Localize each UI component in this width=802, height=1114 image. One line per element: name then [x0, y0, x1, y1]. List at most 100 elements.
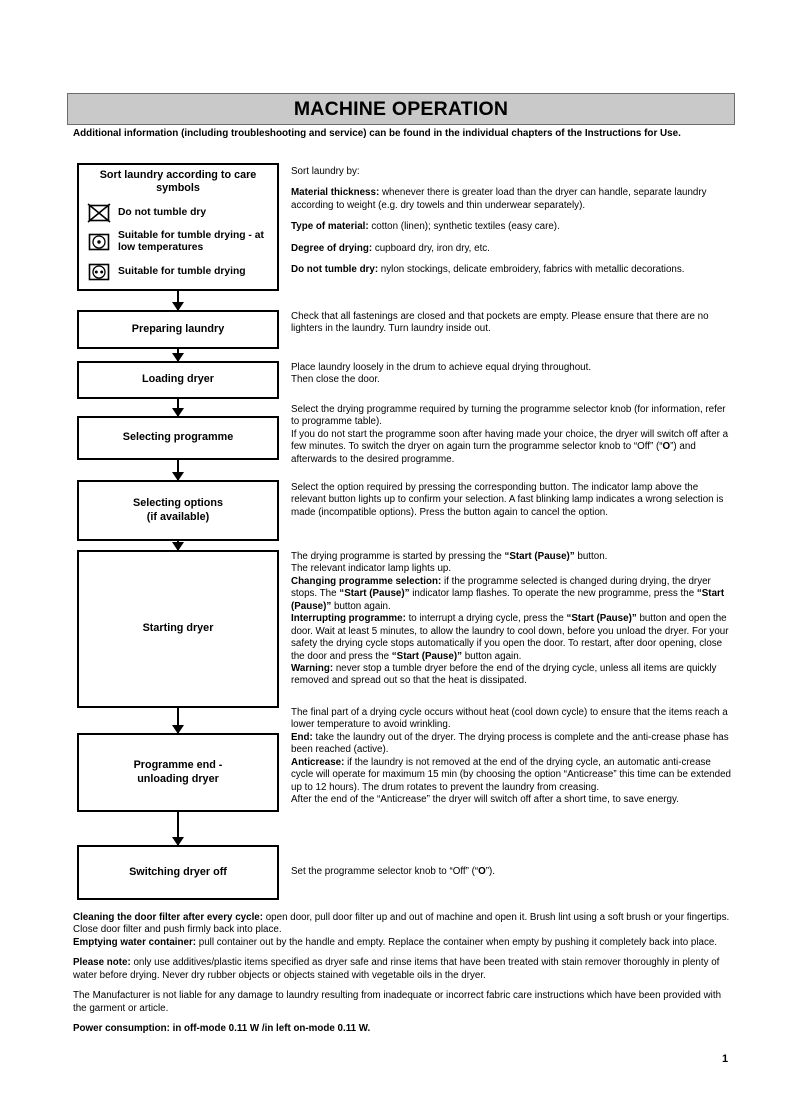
description-preparing-laundry: Check that all fastenings are closed and… — [291, 311, 709, 335]
liability-note: The Manufacturer is not liable for any d… — [73, 990, 722, 1014]
description-programme-end: The final part of a drying cycle occurs … — [291, 707, 733, 807]
flow-connector — [172, 349, 184, 362]
care-row: Suitable for tumble drying — [87, 260, 269, 284]
selecting-programme-line2: If you do not start the programme soon a… — [291, 429, 733, 466]
programme-end-p2: End: take the laundry out of the dryer. … — [291, 732, 733, 757]
programme-end-p3: Anticrease: if the laundry is not remove… — [291, 757, 733, 794]
cleaning-filter-text: open door, pull door filter up and out o… — [73, 912, 730, 936]
description-loading-dryer: Place laundry loosely in the drum to ach… — [291, 362, 592, 386]
flow-connector — [172, 708, 184, 734]
flow-box-label: Selecting options (if available) — [133, 497, 223, 523]
flow-box-programme-end: Programme end - unloading dryer — [77, 733, 279, 812]
please-note-text: only use additives/plastic items specifi… — [73, 957, 720, 981]
p2-term-end: End: — [291, 731, 313, 743]
flow-box-preparing-laundry: Preparing laundry — [77, 310, 279, 349]
tumble-dry-low-temperature-symbol — [88, 234, 110, 251]
care-row-label: Suitable for tumble drying — [118, 265, 246, 277]
programme-end-p4: After the end of the “Anticrease” the dr… — [291, 794, 679, 806]
page-number: 1 — [722, 1053, 729, 1065]
p3-text: if the laundry is not removed at the end… — [291, 756, 731, 793]
intro-note: Additional information (including troubl… — [73, 128, 681, 139]
sort-laundry-item-text: cupboard dry, iron dry, etc. — [372, 242, 490, 254]
sort-laundry-item-term: Do not tumble dry: — [291, 264, 379, 276]
care-row: Do not tumble dry — [87, 201, 269, 225]
p2-text-a: if the programme selected is changed dur… — [291, 575, 711, 600]
cleaning-filter-note: Cleaning the door filter after every cyc… — [73, 912, 733, 937]
off-symbol-o: O — [662, 441, 671, 453]
start-pause-button-name: “Start (Pause)” — [391, 650, 462, 662]
sort-laundry-item-term: Type of material: — [291, 221, 369, 233]
description-selecting-options: Select the option required by pressing t… — [291, 482, 724, 518]
start-pause-button-name: “Start (Pause)” — [339, 588, 410, 600]
care-row-label: Do not tumble dry — [118, 206, 207, 218]
switching-off-text-b: ”). — [485, 866, 495, 877]
care-row: Suitable for tumble drying - at low temp… — [87, 230, 269, 255]
flow-connector — [172, 541, 184, 551]
please-note-term: Please note: — [73, 957, 131, 969]
p1-text-a: The drying programme is started by press… — [291, 551, 505, 562]
p2-term: Changing programme selection: — [291, 575, 442, 587]
programme-end-p1: The final part of a drying cycle occurs … — [291, 707, 728, 731]
do-not-tumble-dry-symbol — [87, 203, 111, 223]
sort-laundry-item-text: nylon stockings, delicate embroidery, fa… — [378, 264, 685, 276]
selecting-programme-text-b: ”) and afterwards to the desired program… — [291, 441, 696, 465]
please-note: Please note: only use additives/plastic … — [73, 957, 733, 982]
p4-text: never stop a tumble dryer before the end… — [291, 662, 717, 687]
p3-term: Interrupting programme: — [291, 613, 406, 625]
care-box-title: Sort laundry according to care symbols — [99, 169, 257, 195]
flow-box-sort-laundry: Sort laundry according to care symbols D… — [77, 163, 279, 291]
start-pause-button-name: “Start (Pause)” — [291, 588, 725, 612]
p2-text: take the laundry out of the dryer. The d… — [291, 731, 729, 756]
p3-text-b: button and open the door. Wait at least … — [291, 613, 729, 662]
flow-connector — [172, 399, 184, 417]
emptying-container-text: pull container out by the handle and emp… — [196, 936, 718, 948]
selecting-programme-line1: Select the drying programme required by … — [291, 404, 726, 428]
tumble-dry-symbol — [88, 263, 110, 281]
p3-text-a: to interrupt a drying cycle, press the — [405, 613, 567, 625]
p2-text-c: button again. — [331, 600, 391, 612]
flow-box-loading-dryer: Loading dryer — [77, 361, 279, 399]
p3-text-c: button again. — [462, 650, 522, 662]
flow-box-label: Loading dryer — [142, 373, 214, 386]
switching-off-text-a: Set the programme selector knob to “Off”… — [291, 866, 479, 877]
p4-term-warning: Warning: — [291, 662, 334, 674]
description-starting-dryer: The drying programme is started by press… — [291, 551, 733, 688]
flow-box-switching-off: Switching dryer off — [77, 845, 279, 900]
care-row-label: Suitable for tumble drying - at low temp… — [118, 230, 264, 254]
emptying-container-note: Emptying water container: pull container… — [73, 937, 733, 949]
p2-text-b: indicator lamp flashes. To operate the n… — [409, 588, 697, 600]
flow-connector — [172, 812, 184, 846]
sort-laundry-item-term: Degree of drying: — [291, 242, 373, 254]
description-sort-laundry: Sort laundry by: Material thickness: whe… — [291, 166, 733, 277]
flow-box-starting-dryer: Starting dryer — [77, 550, 279, 708]
flow-box-label: Starting dryer — [142, 622, 214, 635]
starting-dryer-p1: The drying programme is started by press… — [291, 551, 733, 576]
flow-box-label: Preparing laundry — [131, 322, 225, 335]
sort-laundry-intro: Sort laundry by: — [291, 166, 360, 177]
p3-term-anticrease: Anticrease: — [291, 756, 345, 768]
starting-dryer-p4: Warning: never stop a tumble dryer befor… — [291, 663, 733, 688]
flow-box-selecting-programme: Selecting programme — [77, 416, 279, 460]
sort-laundry-item-text: cotton (linen); synthetic textiles (easy… — [368, 221, 560, 233]
flow-connector — [172, 291, 184, 311]
sort-laundry-item-text: whenever there is greater load than the … — [291, 187, 707, 211]
flow-connector — [172, 460, 184, 481]
start-pause-button-name: “Start (Pause)” — [566, 613, 637, 625]
off-symbol-o: O — [478, 866, 486, 877]
description-selecting-programme: Select the drying programme required by … — [291, 404, 733, 466]
starting-dryer-p3: Interrupting programme: to interrupt a d… — [291, 613, 733, 663]
start-pause-button-name: “Start (Pause)” — [504, 551, 575, 562]
cleaning-filter-term: Cleaning the door filter after every cyc… — [73, 912, 264, 923]
sort-laundry-item: Degree of drying: cupboard dry, iron dry… — [291, 243, 733, 255]
sort-laundry-item: Type of material: cotton (linen); synthe… — [291, 221, 733, 233]
flow-box-label: Switching dryer off — [129, 865, 227, 878]
sort-laundry-item: Do not tumble dry: nylon stockings, deli… — [291, 264, 733, 276]
flow-box-label: Selecting programme — [122, 431, 234, 444]
power-consumption-note: Power consumption: in off-mode 0.11 W /i… — [73, 1023, 371, 1035]
sort-laundry-item-term: Material thickness: — [291, 187, 380, 199]
section-header-bar: MACHINE OPERATION — [67, 93, 735, 125]
page-title: MACHINE OPERATION — [293, 97, 509, 120]
selecting-programme-text-a: If you do not start the programme soon a… — [291, 428, 729, 453]
flow-box-selecting-options: Selecting options (if available) — [77, 480, 279, 541]
